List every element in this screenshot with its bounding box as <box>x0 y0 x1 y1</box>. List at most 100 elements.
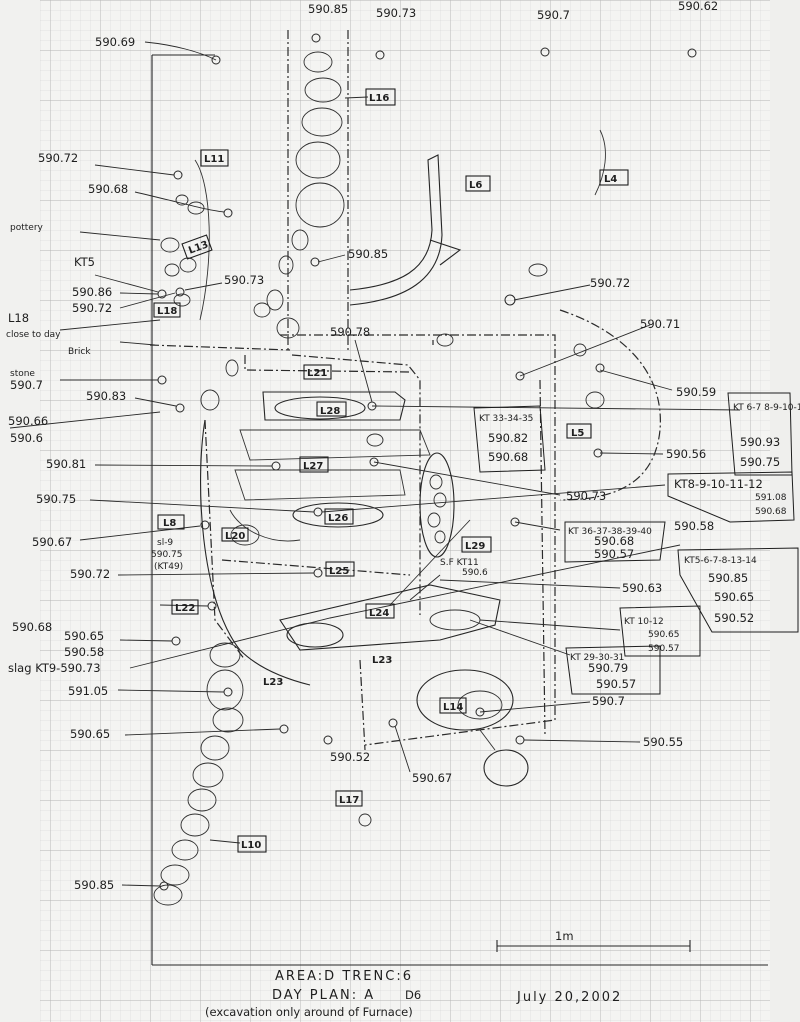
note-pottery: pottery <box>10 223 44 233</box>
stones-l16 <box>253 51 345 339</box>
elevation-label: 590.56 <box>666 447 706 461</box>
kt-group-label: KT 36-37-38-39-40 <box>568 527 652 537</box>
kt-group-elev: 590.57 <box>594 547 634 561</box>
elevation-label: 590.72 <box>590 276 630 290</box>
elevation-label: 590.73 <box>224 273 264 287</box>
elevation-label: 590.68 <box>12 620 52 634</box>
elevation-label: 590.78 <box>330 325 370 339</box>
stones-l11 <box>160 159 210 321</box>
locus-label: L26 <box>328 513 348 524</box>
locus-label: L5 <box>571 428 584 439</box>
kt-group-elev: 590.93 <box>740 435 780 449</box>
note-close-to-day: close to day <box>6 330 61 340</box>
locus-label: L21 <box>307 368 327 379</box>
locus-label: L16 <box>369 93 389 104</box>
elevation-label: 590.65 <box>70 727 110 741</box>
elevation-label: 590.75 <box>36 492 76 506</box>
kt-group-elev: 590.75 <box>740 455 780 469</box>
date-label: July 20,2002 <box>516 990 622 1005</box>
furnace-oval <box>419 452 455 558</box>
stones-l10 <box>153 642 244 906</box>
leader-lines <box>9 41 741 887</box>
elevation-label: 590.85 <box>74 878 114 892</box>
paper-right-margin <box>770 0 800 1022</box>
kt-group-label: KT 6-7 8-9-10-11 <box>733 403 800 413</box>
elevation-label: 590.58 <box>674 519 714 533</box>
elevation-label: 590.63 <box>622 581 662 595</box>
title-block: AREA:D TRENC:6 DAY PLAN: A D6 July 20,20… <box>205 969 622 1019</box>
kt-group-elev: 590.65 <box>714 590 754 604</box>
kt-callouts <box>473 392 799 695</box>
elevation-label: 590.7 <box>537 8 570 22</box>
elevation-label: 590.7 <box>592 694 625 708</box>
locus-label: L17 <box>339 795 359 806</box>
kt-group-elev: 590.65 <box>648 630 680 640</box>
kt-group-label: KT8-9-10-11-12 <box>674 477 763 491</box>
elevation-label: 590.72 <box>72 301 112 315</box>
elevation-label: 590.72 <box>70 567 110 581</box>
kt-group-elev: 590.52 <box>714 611 754 625</box>
locus-label: L23 <box>263 677 283 688</box>
scale-bar: 1m <box>496 929 691 952</box>
note-slag-kt9: slag KT9-590.73 <box>8 661 101 675</box>
kt-group-elev: 590.57 <box>596 677 636 691</box>
area-trench-label: AREA:D TRENC:6 <box>275 969 413 984</box>
locus-label: L11 <box>204 154 224 165</box>
note-kt49-elev: 590.75 <box>151 550 183 560</box>
locus-label: L24 <box>369 608 389 619</box>
note-sf-kt11: S.F KT11 <box>440 558 479 568</box>
locus-label: L28 <box>320 406 340 417</box>
kt-group-elev: 590.57 <box>648 644 680 654</box>
elevation-label: 590.73 <box>376 6 416 20</box>
elevation-label: 590.55 <box>643 735 683 749</box>
locus-label: L18 <box>157 306 177 317</box>
locus-labels: L16 L11 L6 L4 L13 L18 L21 L28 L5 L27 L26… <box>157 93 617 851</box>
note-kt49-tag: (KT49) <box>154 562 183 572</box>
furnace-note: (excavation only around of Furnace) <box>205 1005 413 1019</box>
kt-group-label: KT 33-34-35 <box>479 414 533 424</box>
note-kt5: KT5 <box>74 255 95 269</box>
elevation-label: 590.81 <box>46 457 86 471</box>
scale-bar-label: 1m <box>555 929 574 943</box>
locus-label: L14 <box>443 702 463 713</box>
elevation-label: 590.69 <box>95 35 135 49</box>
note-stone: stone <box>10 369 35 379</box>
elevation-label: 591.05 <box>68 684 108 698</box>
elevation-label: 590.68 <box>88 182 128 196</box>
elevation-label: 590.52 <box>330 750 370 764</box>
features-center <box>200 391 431 686</box>
kt-group-elev: 590.85 <box>708 571 748 585</box>
locus-label: L20 <box>225 531 245 542</box>
elevation-label: 590.58 <box>64 645 104 659</box>
kt-group-label: KT 29-30-31 <box>570 653 624 663</box>
note-l18: L18 <box>8 311 29 325</box>
elevation-label: 590.59 <box>676 385 716 399</box>
locus-label: L25 <box>329 566 349 577</box>
graph-paper <box>40 0 770 1022</box>
note-brick: Brick <box>68 347 91 357</box>
elevation-label: 590.67 <box>412 771 452 785</box>
elevation-label: 590.67 <box>32 535 72 549</box>
elevation-label: 590.72 <box>38 151 78 165</box>
kt-group-label: KT5-6-7-8-13-14 <box>684 556 757 566</box>
day-plan-small-mark: D6 <box>405 988 421 1002</box>
locus-label: L27 <box>303 461 323 472</box>
elevation-label: 590.66 <box>8 414 48 428</box>
elevation-label: 590.83 <box>86 389 126 403</box>
kt-group-elev: 591.08 <box>755 493 787 503</box>
kt-group-labels: KT 33-34-35 590.82 590.68 KT 6-7 8-9-10-… <box>479 403 800 691</box>
kt-group-elev: 590.82 <box>488 431 528 445</box>
field-notes: pottery KT5 L18 close to day Brick stone… <box>6 223 488 675</box>
locus-label: L23 <box>372 655 392 666</box>
elevation-labels: 590.85 590.73 590.7 590.62 590.69 590.72… <box>8 0 718 892</box>
note-kt49-sub: sl-9 <box>157 538 173 548</box>
elevation-label: 590.6 <box>10 431 43 445</box>
locus-boxes <box>153 88 629 853</box>
locus-label: L6 <box>469 180 482 191</box>
locus-label: L4 <box>604 174 617 185</box>
day-plan-label: DAY PLAN: A <box>272 988 375 1003</box>
kt-group-elev: 590.68 <box>488 450 528 464</box>
wall-l6 <box>349 154 462 306</box>
locus-label: L8 <box>163 518 176 529</box>
